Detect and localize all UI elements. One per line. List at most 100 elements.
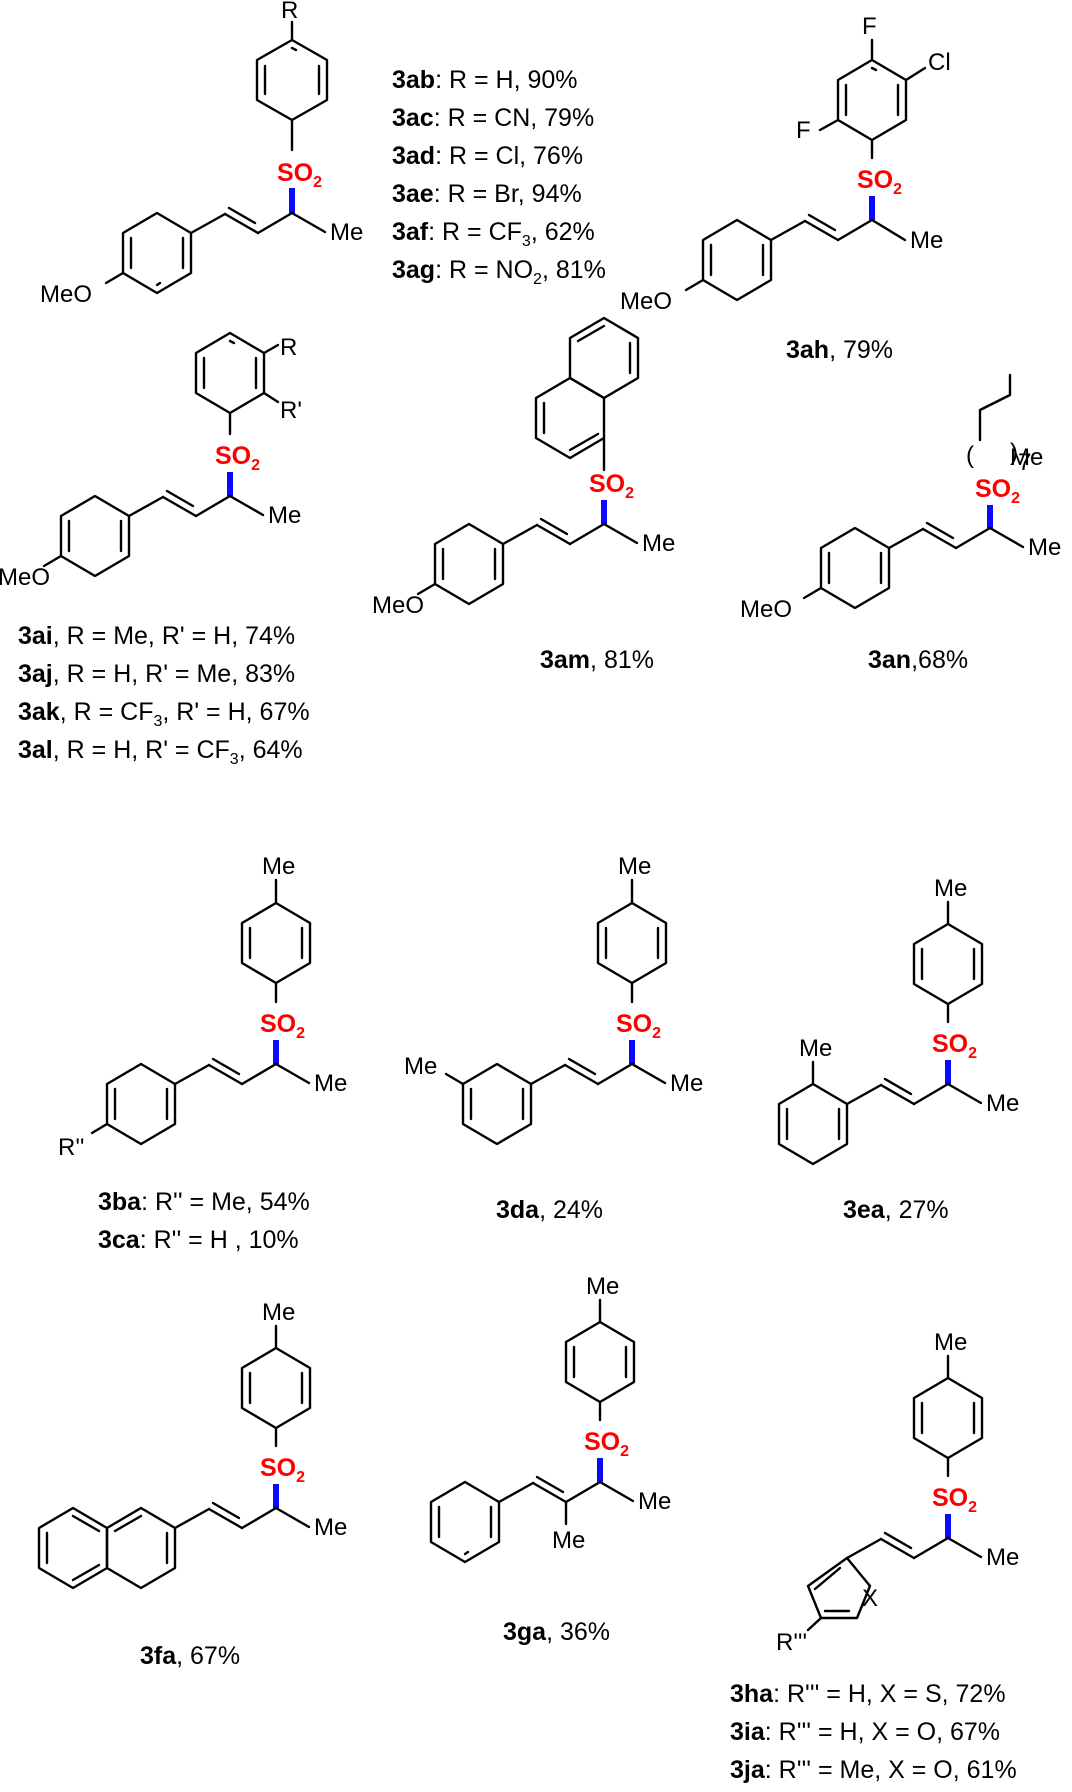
paren-label: ( xyxy=(966,442,974,469)
methyl-label: Me xyxy=(934,875,967,902)
methyl-label: Me xyxy=(262,853,295,880)
chloro-label: Cl xyxy=(928,49,951,76)
svg-text:3ac: R = CN, 79%: 3ac: R = CN, 79% xyxy=(392,104,594,132)
methyl-label: Me xyxy=(262,1299,295,1326)
svg-text:SO2: SO2 xyxy=(616,1010,661,1042)
fluoro-label: F xyxy=(862,13,877,40)
methoxy-label: MeO xyxy=(0,564,50,591)
structure-3ab-3ag: R SO2 Me MeO xyxy=(40,0,363,308)
methyl-label: Me xyxy=(314,1070,347,1097)
svg-text:3ja: R''' = Me, X = O, 61%: 3ja: R''' = Me, X = O, 61% xyxy=(730,1756,1017,1784)
svg-text:SO2: SO2 xyxy=(215,442,260,474)
compound-id: 3fa xyxy=(140,1642,177,1670)
sulfonyl-label: SO xyxy=(277,159,313,187)
methyl-label: Me xyxy=(642,530,675,557)
caption-3ai-3al: 3ai, R = Me, R' = H, 74% 3aj, R = H, R' … xyxy=(18,622,310,768)
methyl-label: Me xyxy=(1028,534,1061,561)
svg-text:SO2: SO2 xyxy=(932,1030,977,1062)
svg-text:3ca: R'' = H , 10%: 3ca: R'' = H , 10% xyxy=(98,1226,299,1254)
sulfonyl-label: SO xyxy=(260,1454,296,1482)
substituent-label: R'' xyxy=(58,1134,85,1161)
structure-3ba-3ca: Me SO2 Me R'' 3ba: R'' = Me, 54% 3ca: R'… xyxy=(58,853,347,1254)
substituent-label: R xyxy=(281,0,298,24)
sulfonyl-label: SO xyxy=(932,1484,968,1512)
svg-text:3af: R = CF3, 62%: 3af: R = CF3, 62% xyxy=(392,218,595,250)
methyl-label: Me xyxy=(552,1527,585,1554)
svg-text:3ah, 79%: 3ah, 79% xyxy=(786,336,893,364)
methyl-label: Me xyxy=(586,1273,619,1300)
fluoro-label: F xyxy=(796,117,811,144)
substituent-label: R''' xyxy=(776,1629,807,1656)
methyl-label: Me xyxy=(314,1514,347,1541)
sulfonyl-label: SO xyxy=(975,475,1011,503)
svg-text:3ab: R = H, 90%: 3ab: R = H, 90% xyxy=(392,66,578,94)
methyl-label: Me xyxy=(670,1070,703,1097)
svg-text:3ea, 27%: 3ea, 27% xyxy=(843,1196,949,1224)
compound-id: 3ea xyxy=(843,1196,886,1224)
svg-text:3ba: R'' = Me, 54%: 3ba: R'' = Me, 54% xyxy=(98,1188,310,1216)
svg-text:3ag: R = NO2, 81%: 3ag: R = NO2, 81% xyxy=(392,256,606,288)
svg-text:3ai, R = Me, R' = H, 74: 3ai, R = Me, R' = H, 74% xyxy=(18,622,295,650)
compound-id: 3ah xyxy=(786,336,829,364)
svg-text:3ae: R = Br, 94%: 3ae: R = Br, 94% xyxy=(392,180,582,208)
methyl-label: Me xyxy=(330,219,363,246)
svg-text:3an,68%: 3an,68% xyxy=(868,646,968,674)
sulfonyl-label: SO xyxy=(589,470,625,498)
compound-id: 3am xyxy=(540,646,590,674)
structure-3fa: Me SO2 Me 3fa, 67% xyxy=(37,1299,347,1670)
svg-text:3ia: R''' = H, X = O, 67%: 3ia: R''' = H, X = O, 67% xyxy=(730,1718,1000,1746)
sulfonyl-label: SO xyxy=(215,442,251,470)
methyl-label: Me xyxy=(934,1329,967,1356)
svg-text:3ga, 36%: 3ga, 36% xyxy=(503,1618,610,1646)
structure-3ga: Me SO2 Me Me 3ga, 36% xyxy=(429,1273,671,1646)
sulfonyl-label: SO xyxy=(616,1010,652,1038)
structure-3ai-3al: R R' SO2 Me MeO xyxy=(0,331,302,591)
methyl-label: Me xyxy=(910,227,943,254)
methyl-label: Me xyxy=(986,1090,1019,1117)
structure-3ah: F Cl F SO2 Me MeO 3ah, 79% xyxy=(620,13,951,364)
svg-text:3ad: R = Cl, 76%: 3ad: R = Cl, 76% xyxy=(392,142,583,170)
sulfonyl-label: SO xyxy=(857,166,893,194)
sulfonyl-label: SO xyxy=(260,1010,296,1038)
structure-3ea: Me SO2 Me Me 3ea, 27% xyxy=(777,875,1019,1224)
methyl-label: Me xyxy=(268,502,301,529)
svg-text:SO2: SO2 xyxy=(584,1428,629,1460)
methyl-label: Me xyxy=(799,1035,832,1062)
compound-id: 3ga xyxy=(503,1618,547,1646)
svg-text:SO2: SO2 xyxy=(975,475,1020,507)
repeat-count-label: 7 xyxy=(1018,449,1031,476)
svg-text:3fa, 67%: 3fa, 67% xyxy=(140,1642,240,1670)
heteroatom-label: X xyxy=(862,1585,878,1612)
structure-3am: SO2 Me MeO 3am, 81% xyxy=(372,316,675,674)
methyl-label: Me xyxy=(986,1544,1019,1571)
caption-3ab-3ag: 3ab: R = H, 90% 3ac: R = CN, 79% 3ad: R … xyxy=(392,66,606,288)
compound-id: 3da xyxy=(496,1196,540,1224)
svg-text:3al, R = H, R' = CF3, 64: 3al, R = H, R' = CF3, 64% xyxy=(18,736,303,768)
sulfonyl-label: SO xyxy=(932,1030,968,1058)
methyl-label: Me xyxy=(404,1053,437,1080)
methoxy-label: MeO xyxy=(372,592,424,619)
methoxy-label: MeO xyxy=(740,596,792,623)
substituent-label: R' xyxy=(280,397,302,424)
compound-id: 3an xyxy=(868,646,911,674)
methyl-label: Me xyxy=(618,853,651,880)
paren-label: ) xyxy=(1010,439,1018,466)
svg-text:3da, 24%: 3da, 24% xyxy=(496,1196,603,1224)
svg-text:SO2: SO2 xyxy=(857,166,902,198)
svg-text:3am, 81%: 3am, 81% xyxy=(540,646,654,674)
svg-text:3ha: R''' = H, X = S, 72%: 3ha: R''' = H, X = S, 72% xyxy=(730,1680,1006,1708)
methoxy-label: MeO xyxy=(40,281,92,308)
svg-text:SO2: SO2 xyxy=(589,470,634,502)
methyl-label: Me xyxy=(638,1488,671,1515)
svg-text:SO2: SO2 xyxy=(260,1010,305,1042)
svg-text:SO2: SO2 xyxy=(277,159,322,191)
methyl-label: Me xyxy=(1010,444,1043,471)
methoxy-label: MeO xyxy=(620,288,672,315)
structure-3da: Me SO2 Me Me 3da, 24% xyxy=(404,853,703,1224)
structure-3ha-3ja: Me SO2 Me X R''' 3ha: R''' = H, X = S, 7… xyxy=(730,1329,1019,1784)
svg-text:3ak, R = CF3, R' = H, 67%: 3ak, R = CF3, R' = H, 67% xyxy=(18,698,310,730)
substituent-label: R xyxy=(280,334,297,361)
sulfonyl-label: SO xyxy=(584,1428,620,1456)
svg-text:SO2: SO2 xyxy=(932,1484,977,1516)
